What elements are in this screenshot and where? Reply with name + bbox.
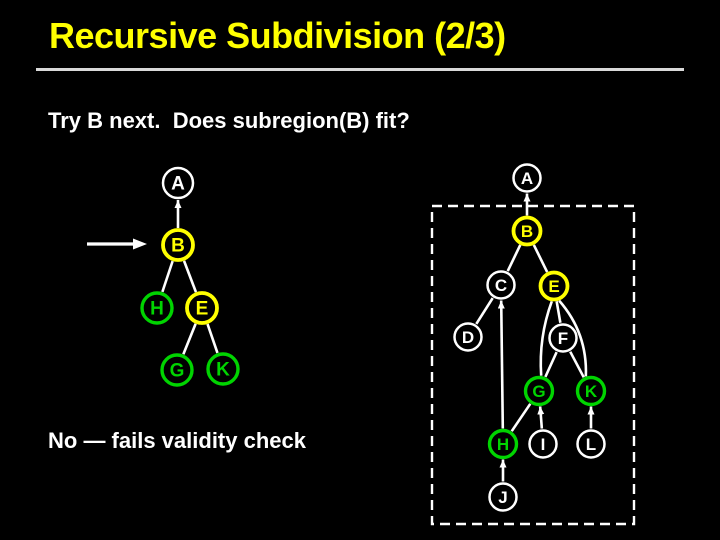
question-text: Try B next. Does subregion(B) fit?: [48, 108, 410, 133]
edge-F-G: [544, 351, 558, 378]
node-circle-B: [511, 215, 543, 247]
edge-E-K: [558, 299, 588, 377]
node-label-I: I: [541, 435, 546, 454]
tree-node-C: C: [486, 270, 516, 300]
node-circle-B: [161, 228, 195, 262]
edge-G-H: [510, 403, 532, 432]
tree-node-A: A: [161, 166, 195, 200]
edge-B-E: [182, 260, 198, 293]
edge-E-G: [182, 323, 197, 355]
node-label-H: H: [497, 435, 509, 454]
node-label-L: L: [586, 435, 596, 454]
node-circle-E: [185, 291, 219, 325]
tree-node-G: G: [523, 375, 555, 407]
next-pointer-arrow-icon: [87, 238, 147, 250]
edge-B-C: [506, 244, 522, 272]
node-label-B: B: [521, 222, 533, 241]
node-label-B: B: [171, 236, 185, 257]
edge-C-D: [475, 297, 494, 325]
title-rule: [36, 68, 684, 71]
subregion-boundary: [430, 204, 636, 526]
tree-node-B: B: [161, 228, 195, 262]
node-circle-A: [161, 166, 195, 200]
edge-E-G: [539, 300, 554, 376]
node-label-C: C: [495, 276, 507, 295]
node-circle-J: [488, 482, 518, 512]
node-label-K: K: [585, 382, 598, 401]
node-circle-K: [206, 352, 240, 386]
tree-node-K: K: [575, 375, 607, 407]
node-label-G: G: [532, 382, 545, 401]
edge-E-F: [555, 301, 562, 323]
tree-node-G: G: [160, 353, 194, 387]
node-circle-D: [453, 322, 483, 352]
node-circle-L: [576, 429, 606, 459]
tree-node-E: E: [538, 270, 570, 302]
node-label-E: E: [548, 277, 559, 296]
node-circle-H: [487, 428, 519, 460]
node-circle-K: [575, 375, 607, 407]
node-circle-G: [523, 375, 555, 407]
edge-B-E: [532, 244, 549, 273]
slide-title: Recursive Subdivision (2/3): [49, 15, 506, 56]
tree-node-B: B: [511, 215, 543, 247]
node-circle-I: [528, 429, 558, 459]
node-circle-A: [512, 163, 542, 193]
node-circle-H: [140, 291, 174, 325]
node-label-G: G: [170, 361, 185, 382]
node-circle-G: [160, 353, 194, 387]
edge-F-K: [569, 351, 585, 378]
tree-node-J: J: [488, 482, 518, 512]
tree-node-I: I: [528, 429, 558, 459]
tree-node-H: H: [487, 428, 519, 460]
node-label-A: A: [171, 174, 185, 195]
subdivision-attempt-tree: A B H E G K: [87, 166, 240, 387]
tree-node-K: K: [206, 352, 240, 386]
node-label-H: H: [150, 299, 164, 320]
tree-node-E: E: [185, 291, 219, 325]
node-circle-E: [538, 270, 570, 302]
pointer-arrow-head: [133, 238, 147, 250]
edge-B-H: [161, 260, 174, 293]
conclusion-text: No — fails validity check: [48, 428, 306, 453]
tree-node-L: L: [576, 429, 606, 459]
full-scene-tree: A B C E D F G K H I L J: [430, 163, 636, 526]
node-circle-C: [486, 270, 516, 300]
tree-node-A: A: [512, 163, 542, 193]
node-label-D: D: [462, 328, 474, 347]
node-label-E: E: [196, 299, 209, 320]
node-label-A: A: [521, 169, 533, 188]
node-label-J: J: [498, 488, 507, 507]
node-label-F: F: [558, 329, 568, 348]
edge-E-K: [206, 323, 219, 354]
tree-node-F: F: [548, 323, 578, 353]
edge-I-G: [537, 406, 545, 429]
tree-node-H: H: [140, 291, 174, 325]
node-label-K: K: [216, 360, 230, 381]
tree-node-D: D: [453, 322, 483, 352]
node-circle-F: [548, 323, 578, 353]
edge-H-C: [497, 300, 505, 429]
